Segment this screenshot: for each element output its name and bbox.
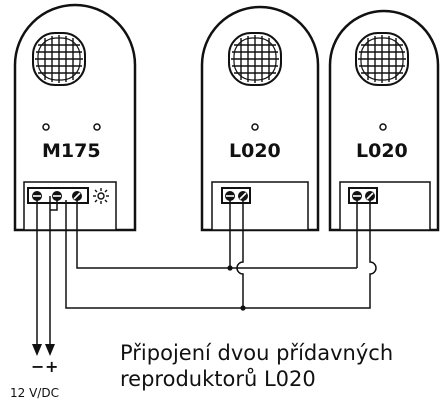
voltage-label: 12 V/DC [10,386,59,400]
screw-terminal-icon [52,191,62,201]
caption-line-2: reproduktorů L020 [120,367,316,391]
power-arrows [32,344,55,356]
plus-label: + [45,357,58,376]
bus-wire-a [76,200,230,269]
indicator-led-icon [379,123,387,131]
unit-m175: M175 [13,3,137,232]
model-label: M175 [42,140,101,162]
sun-icon [93,188,109,204]
screw-terminal-icon [32,191,42,201]
indicator-led-icon [251,123,259,131]
model-label: L020 [229,140,281,162]
junction-dot [240,305,246,311]
indicator-led-icon [42,123,50,131]
caption-line-1: Připojení dvou přídavných [120,341,394,365]
indicator-led-icon [93,123,101,131]
speaker-grille-icon [228,32,282,86]
junction-dot [227,265,233,271]
bus-wire-b [65,200,232,309]
bus-wire-b-right [232,200,377,309]
plus-arrow-icon [45,344,55,356]
l020-1-signal [236,200,244,308]
plus-jumper [50,200,58,211]
caption: Připojení dvou přídavných reproduktorů L… [120,340,438,392]
unit-l020-first: L020 [200,5,320,232]
speaker-grille-icon [32,32,86,86]
screw-terminal-icon [72,191,82,201]
unit-l020-second: L020 [328,9,440,232]
screw-terminal-icon [352,191,362,201]
screw-terminal-icon [238,191,248,201]
minus-label: − [31,357,44,376]
screw-terminal-icon [365,191,375,201]
speaker-grille-icon [355,32,409,86]
screw-terminal-icon [225,191,235,201]
model-label: L020 [356,140,408,162]
minus-arrow-icon [32,344,42,356]
wiring [36,196,377,344]
